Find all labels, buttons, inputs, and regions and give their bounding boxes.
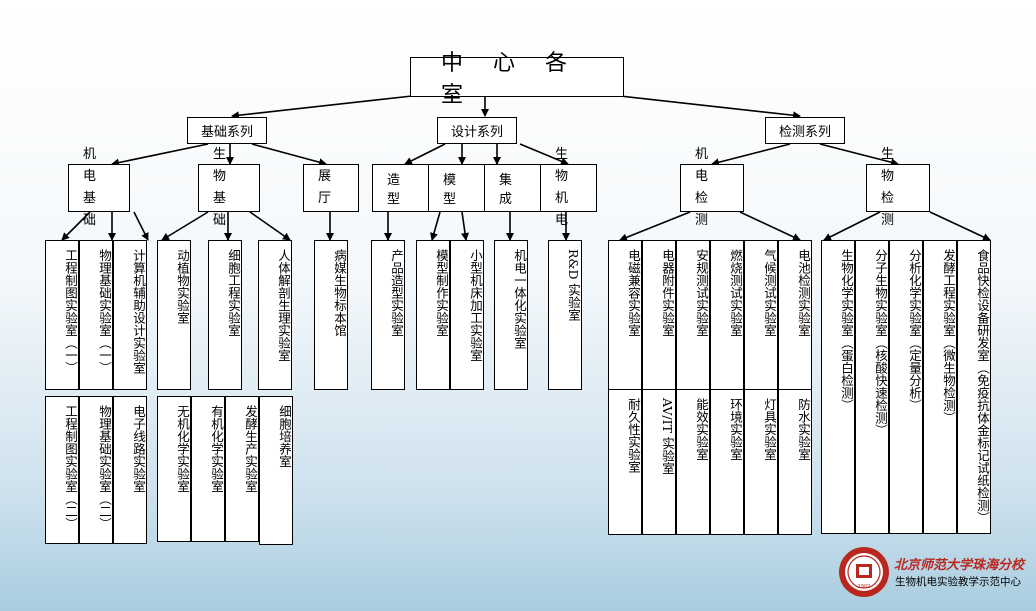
group-electromech-testing: 机 电 检 测 [680, 147, 744, 228]
room-cell: 物理基础实验室（二） [79, 396, 113, 544]
room-cell: 发酵工程实验室（微生物检测） [923, 240, 957, 534]
group-line: 机 电 [83, 147, 111, 184]
group-integration: 集成 [484, 164, 541, 212]
room-cell: 小型机床加工实验室 [450, 240, 484, 390]
room-cell: 电器附件实验室 [642, 240, 676, 390]
room-cell: 模型制作实验室 [416, 240, 450, 390]
room-cell: 环境实验室 [710, 389, 744, 535]
root-box: 中心各室 [410, 51, 624, 108]
group-exhibition: 展 厅 [303, 164, 359, 212]
room-cell: 电子线路实验室 [113, 396, 147, 544]
university-name: 北京师范大学珠海分校 [894, 558, 1025, 573]
room-cell: 发酵生产实验室 [225, 396, 259, 542]
group-line: 基 础 [83, 191, 111, 228]
room-cell: 计算机辅助设计实验室 [113, 240, 147, 390]
category-design: 设计系列 [437, 117, 517, 144]
category-basic: 基础系列 [187, 117, 267, 144]
university-seal-icon: 1902 [839, 547, 889, 597]
group-line: 基 础 [213, 191, 241, 228]
group-styling: 造型 [372, 164, 429, 212]
room-cell: 燃烧测试实验室 [710, 240, 744, 390]
group-line: 检 测 [881, 191, 909, 228]
group-bio-testing: 生 物 检 测 [866, 147, 930, 228]
room-cell: 产品造型实验室 [371, 240, 405, 390]
group-model: 模型 [428, 164, 485, 212]
group-line: 生 物 [555, 147, 583, 184]
room-cell: 生物化学实验室（蛋白检测） [821, 240, 855, 534]
room-cell: 无机化学实验室 [157, 396, 191, 542]
group-line: 机 电 [555, 191, 583, 228]
room-cell: 电磁兼容实验室 [608, 240, 642, 390]
room-cell: 动植物实验室 [157, 240, 191, 390]
room-cell: 病媒生物标本馆 [314, 240, 348, 390]
room-cell: 细胞工程实验室 [208, 240, 242, 390]
room-cell: 人体解剖生理实验室 [258, 240, 292, 390]
room-cell: R&D 实验室 [548, 240, 582, 390]
group-line: 生 物 [881, 147, 909, 184]
room-cell: 有机化学实验室 [191, 396, 225, 542]
group-line: 展 厅 [318, 169, 346, 206]
university-logo: 1902 北京师范大学珠海分校 生物机电实验教学示范中心 [838, 540, 1033, 610]
room-cell: 分析化学实验室（定量分析） [889, 240, 923, 534]
room-cell: 分子生物实验室（核酸快速检测） [855, 240, 889, 534]
category-testing: 检测系列 [765, 117, 845, 144]
seal-year: 1902 [858, 584, 871, 590]
room-cell: 气候测试实验室 [744, 240, 778, 390]
room-cell: 灯具实验室 [744, 389, 778, 535]
room-cell: 能效实验室 [676, 389, 710, 535]
room-cell: 工程制图实验室（二） [45, 396, 79, 544]
group-bio-basic: 生 物 基 础 [198, 147, 260, 228]
room-cell: 机电一体化实验室 [494, 240, 528, 390]
room-cell: 工程制图实验室（一） [45, 240, 79, 390]
room-cell: 物理基础实验室（一） [79, 240, 113, 390]
room-cell: 防水实验室 [778, 389, 812, 535]
room-cell: 耐久性实验室 [608, 389, 642, 535]
group-line: 检 测 [695, 191, 723, 228]
room-cell: AV/IT 实验室 [642, 389, 676, 535]
room-cell: 细胞培养室 [259, 396, 293, 545]
group-line: 机 电 [695, 147, 723, 184]
room-cell: 电池检测实验室 [778, 240, 812, 390]
group-bio-mech: 生 物 机 电 [540, 147, 597, 228]
room-cell: 食品快检设备研发室（免疫抗体金标记试纸检测） [957, 240, 991, 534]
center-name: 生物机电实验教学示范中心 [895, 576, 1021, 588]
group-electromech-basic: 机 电 基 础 [68, 147, 130, 228]
room-cell: 安规测试实验室 [676, 240, 710, 390]
group-line: 生 物 [213, 147, 241, 184]
